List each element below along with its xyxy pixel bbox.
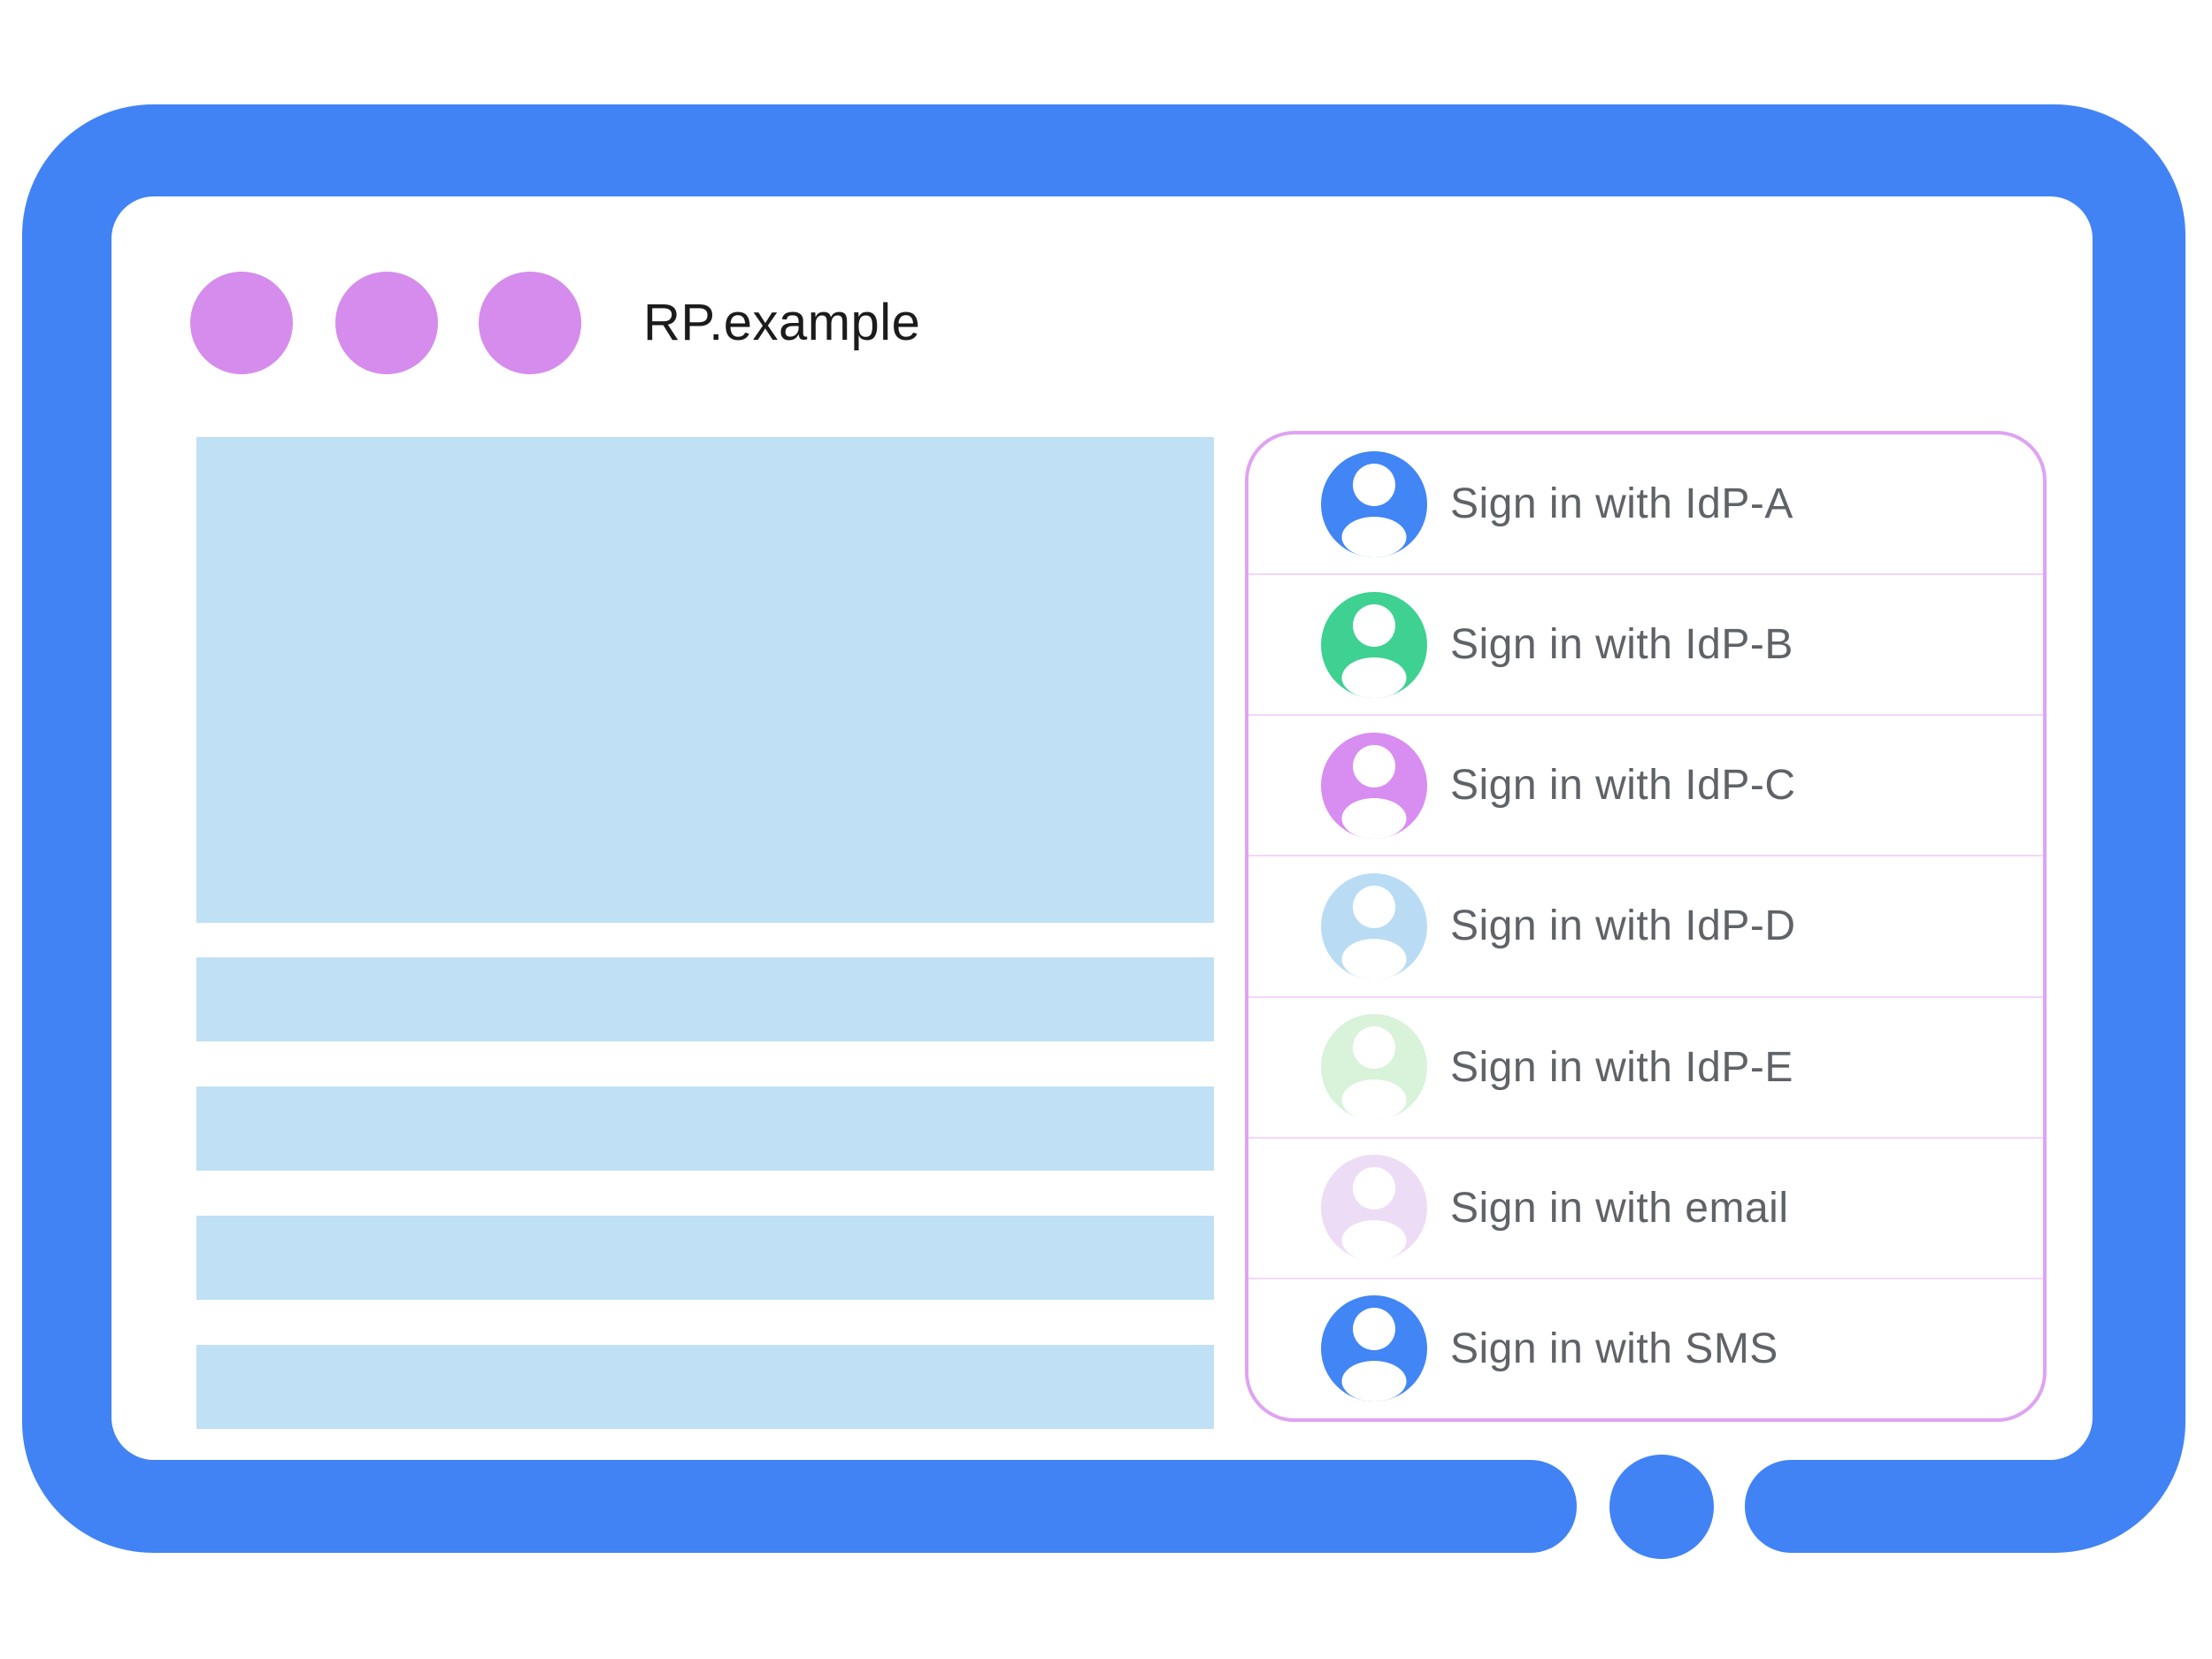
signin-panel: Sign in with IdP-A Sign in with IdP-B (1245, 431, 2047, 1422)
account-avatar-icon (1321, 450, 1427, 557)
signin-option-label: Sign in with IdP-E (1450, 1043, 1793, 1091)
frame-bottom-cap-left (1433, 1460, 1577, 1553)
account-avatar-icon (1321, 591, 1427, 698)
signin-option-idp-a[interactable]: Sign in with IdP-A (1248, 434, 2043, 573)
person-icon (1321, 1155, 1427, 1262)
content-placeholder-line-2 (196, 1087, 1214, 1171)
person-icon (1321, 591, 1427, 698)
signin-option-idp-e[interactable]: Sign in with IdP-E (1248, 995, 2043, 1137)
person-icon (1321, 732, 1427, 839)
person-icon (1321, 872, 1427, 979)
signin-option-email[interactable]: Sign in with email (1248, 1136, 2043, 1278)
frame-bottom-cap-right (1745, 1460, 1888, 1553)
signin-option-idp-b[interactable]: Sign in with IdP-B (1248, 573, 2043, 714)
page-title: RP.example (643, 294, 921, 351)
signin-option-idp-c[interactable]: Sign in with IdP-C (1248, 714, 2043, 855)
home-button-icon[interactable] (1609, 1455, 1714, 1559)
person-icon (1321, 1014, 1427, 1121)
window-control-dot-2[interactable] (335, 272, 438, 374)
signin-option-label: Sign in with IdP-C (1450, 762, 1796, 810)
account-avatar-icon (1321, 872, 1427, 979)
person-icon (1321, 450, 1427, 557)
window-control-dot-1[interactable] (190, 272, 293, 374)
signin-option-label: Sign in with IdP-D (1450, 902, 1796, 950)
account-avatar-icon (1321, 1295, 1427, 1402)
window-control-dot-3[interactable] (479, 272, 581, 374)
account-avatar-icon (1321, 732, 1427, 839)
content-placeholder-hero (196, 437, 1214, 923)
signin-option-label: Sign in with IdP-B (1450, 621, 1793, 669)
account-avatar-icon (1321, 1014, 1427, 1121)
content-placeholder-line-4 (196, 1345, 1214, 1429)
signin-option-label: Sign in with IdP-A (1450, 480, 1793, 528)
account-avatar-icon (1321, 1155, 1427, 1262)
signin-option-label: Sign in with email (1450, 1184, 1789, 1232)
content-placeholder-line-1 (196, 957, 1214, 1041)
person-icon (1321, 1295, 1427, 1402)
content-placeholder-line-3 (196, 1216, 1214, 1300)
signin-option-label: Sign in with SMS (1450, 1325, 1778, 1372)
signin-option-idp-d[interactable]: Sign in with IdP-D (1248, 855, 2043, 995)
signin-option-sms[interactable]: Sign in with SMS (1248, 1277, 2043, 1418)
